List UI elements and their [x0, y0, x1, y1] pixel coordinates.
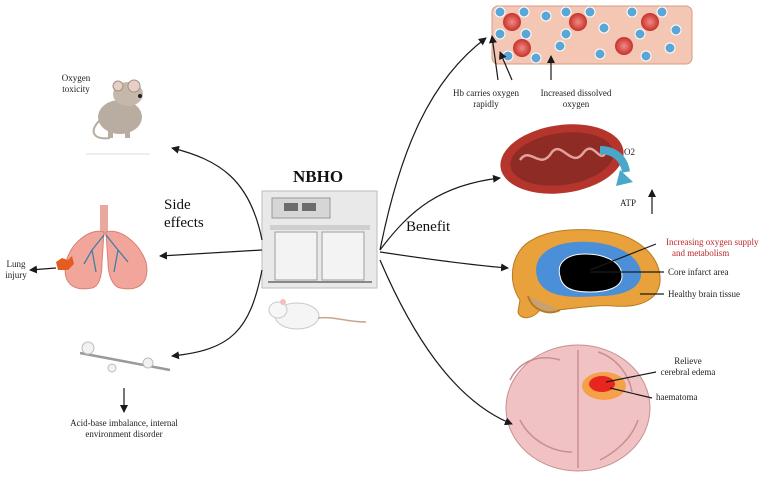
- oxygen-molecule: [594, 48, 606, 60]
- blood-vessel-icon: [491, 5, 693, 65]
- oxygen-molecule: [634, 28, 646, 40]
- lungs-icon: [56, 205, 148, 290]
- arrow-lung-injury-label: [29, 265, 57, 274]
- lung-injury-line2: injury: [5, 270, 27, 280]
- hemoglobin-cell: [513, 39, 531, 57]
- relieve-line1: Relieve: [674, 356, 702, 366]
- hb-carries-line1: Hb carries oxygen: [453, 88, 519, 98]
- hemoglobin-cell: [641, 13, 659, 31]
- arrow-to-oxygen-toxicity: [171, 145, 263, 241]
- mouse-icon: [86, 79, 150, 155]
- acid-base-line2: environment disorder: [85, 429, 163, 439]
- oxygen-molecule: [670, 24, 682, 36]
- arrow-hb-label-2: [499, 51, 513, 81]
- hb-carries-line2: rapidly: [473, 99, 499, 109]
- lung-injury-line1: Lung: [6, 259, 26, 269]
- oxygen-molecule: [560, 6, 572, 18]
- arrows: [29, 35, 664, 426]
- atp-label: ATP: [620, 198, 637, 208]
- oxygen-molecule: [560, 28, 572, 40]
- center-title: NBHO: [293, 167, 344, 186]
- o2-label: O2: [624, 147, 635, 157]
- oxygen-molecule: [626, 6, 638, 18]
- side-effects-heading-line2: effects: [164, 215, 204, 231]
- acid-base-line1: Acid-base imbalance, internal: [70, 418, 178, 428]
- arrow-to-lung-injury: [159, 249, 263, 260]
- arrow-to-mitochondrion: [379, 174, 501, 251]
- oxygen-molecule: [530, 52, 542, 64]
- oxygen-molecule: [598, 22, 610, 34]
- leader-relieve: [605, 371, 657, 383]
- arrow-to-acid-base: [171, 269, 263, 360]
- oxygen-toxicity-line2: toxicity: [62, 84, 90, 94]
- oxygen-molecule: [520, 28, 532, 40]
- ischemic-brain-icon: [511, 229, 661, 319]
- leader-increasing: [589, 243, 657, 271]
- oxygen-molecule: [518, 6, 530, 18]
- relieve-line2: cerebral edema: [660, 367, 716, 377]
- oxygen-molecule: [494, 28, 506, 40]
- side-effects-heading-line1: Side: [164, 197, 191, 213]
- healthy-tissue-label: Healthy brain tissue: [668, 289, 740, 299]
- hemoglobin-cell: [615, 37, 633, 55]
- mitochondrion-icon: [500, 124, 633, 194]
- increasing-line2: and metabolism: [672, 248, 730, 258]
- oxygen-molecule: [584, 6, 596, 18]
- benefit-heading: Benefit: [406, 219, 451, 235]
- hemoglobin-cell: [569, 13, 587, 31]
- oxygen-molecule: [554, 40, 566, 52]
- oxygen-molecule: [540, 10, 552, 22]
- arrow-to-ischemic-brain: [379, 251, 509, 272]
- dissolved-line2: oxygen: [562, 99, 590, 109]
- hemorrhagic-brain-icon: [505, 344, 651, 472]
- dissolved-line1: Increased dissolved: [540, 88, 612, 98]
- balance-icon: [79, 341, 171, 373]
- hyperoxia-chamber-icon: [261, 190, 378, 289]
- hemoglobin-cell: [503, 13, 521, 31]
- oxygen-molecule: [494, 6, 506, 18]
- oxygen-molecule: [656, 6, 668, 18]
- rat-icon: [268, 299, 367, 330]
- arrow-to-vessel: [379, 37, 487, 251]
- arrow-to-hemorrhagic-brain: [379, 259, 513, 426]
- oxygen-molecule: [502, 50, 514, 62]
- oxygen-molecule: [664, 42, 676, 54]
- arrow-hb-label: [488, 35, 499, 81]
- leader-haematoma: [609, 387, 653, 399]
- increasing-line1: Increasing oxygen supply: [666, 237, 759, 247]
- haematoma-label: haematoma: [656, 392, 698, 402]
- oxygen-molecule: [640, 50, 652, 62]
- core-infarct-label: Core infarct area: [668, 267, 729, 277]
- oxygen-toxicity-line1: Oxygen: [61, 73, 91, 83]
